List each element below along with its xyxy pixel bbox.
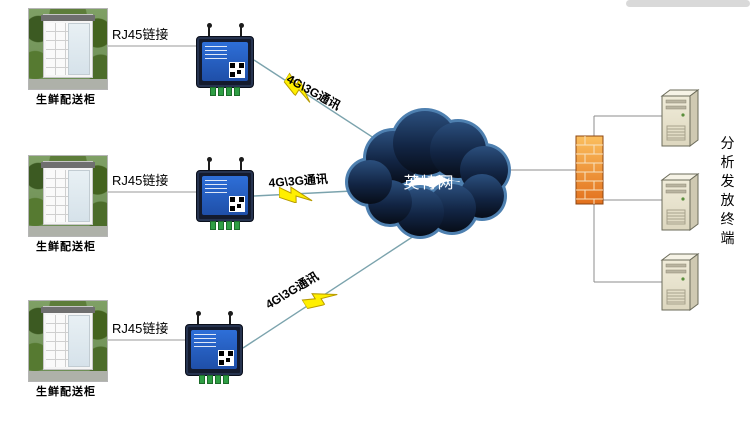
scrollbar-fragment [626, 0, 750, 7]
locker-cells [46, 23, 68, 75]
router-faceplate [202, 42, 248, 81]
server-tower-icon [661, 253, 699, 311]
locker-cabinet [41, 14, 95, 78]
antenna-icon [206, 157, 212, 172]
antenna-icon [238, 157, 244, 172]
analysis-terminal-label: 分析发放终端 [720, 135, 735, 246]
router-body [185, 324, 243, 376]
terminal-block [210, 87, 240, 96]
antenna-icon [195, 311, 201, 326]
locker-door [67, 170, 90, 222]
antenna-icon [227, 311, 233, 326]
router-body [196, 170, 254, 222]
router-text-lines [205, 180, 227, 194]
terminal-block [210, 221, 240, 230]
qr-code-icon [229, 62, 245, 78]
pavement [29, 226, 107, 236]
locker-cells [46, 170, 68, 222]
locker-roof [41, 162, 95, 168]
cabinet-photo [28, 300, 108, 382]
router-icon [196, 157, 254, 230]
locker-roof [41, 307, 95, 313]
locker-roof [41, 15, 95, 21]
rj45-link-label: RJ45链接 [112, 27, 169, 42]
locker-cells [46, 315, 68, 367]
server-icons [661, 89, 699, 311]
server-tower-icon [661, 173, 699, 231]
cabinet-photo [28, 8, 108, 90]
cabinet-label: 生鲜配送柜 [36, 94, 96, 106]
router-faceplate [191, 330, 237, 369]
internet-cloud-icon [345, 108, 511, 239]
cabinet-router-link-lines [107, 45, 196, 341]
router-icon [196, 23, 254, 96]
router-icon [185, 311, 243, 384]
locker-door [67, 23, 90, 75]
antenna-icon [206, 23, 212, 38]
router-text-lines [205, 46, 227, 60]
router-faceplate [202, 176, 248, 215]
cabinet-photo [28, 155, 108, 237]
locker-door [67, 315, 90, 367]
locker-cabinet [41, 161, 95, 225]
server-tower-icon [661, 89, 699, 147]
firewall-server-lines [593, 115, 663, 283]
router-body [196, 36, 254, 88]
terminal-block [199, 375, 229, 384]
internet-cloud-label: 英特网 [403, 175, 455, 192]
qr-code-icon [229, 196, 245, 212]
cabinet-label: 生鲜配送柜 [36, 241, 96, 253]
rj45-link-label: RJ45链接 [112, 321, 169, 336]
cabinet-label: 生鲜配送柜 [36, 386, 96, 398]
antenna-icon [238, 23, 244, 38]
qr-code-icon [218, 350, 234, 366]
pavement [29, 79, 107, 89]
router-text-lines [194, 334, 216, 348]
rj45-link-label: RJ45链接 [112, 173, 169, 188]
firewall-icon [575, 135, 604, 205]
pavement [29, 371, 107, 381]
locker-cabinet [41, 306, 95, 370]
